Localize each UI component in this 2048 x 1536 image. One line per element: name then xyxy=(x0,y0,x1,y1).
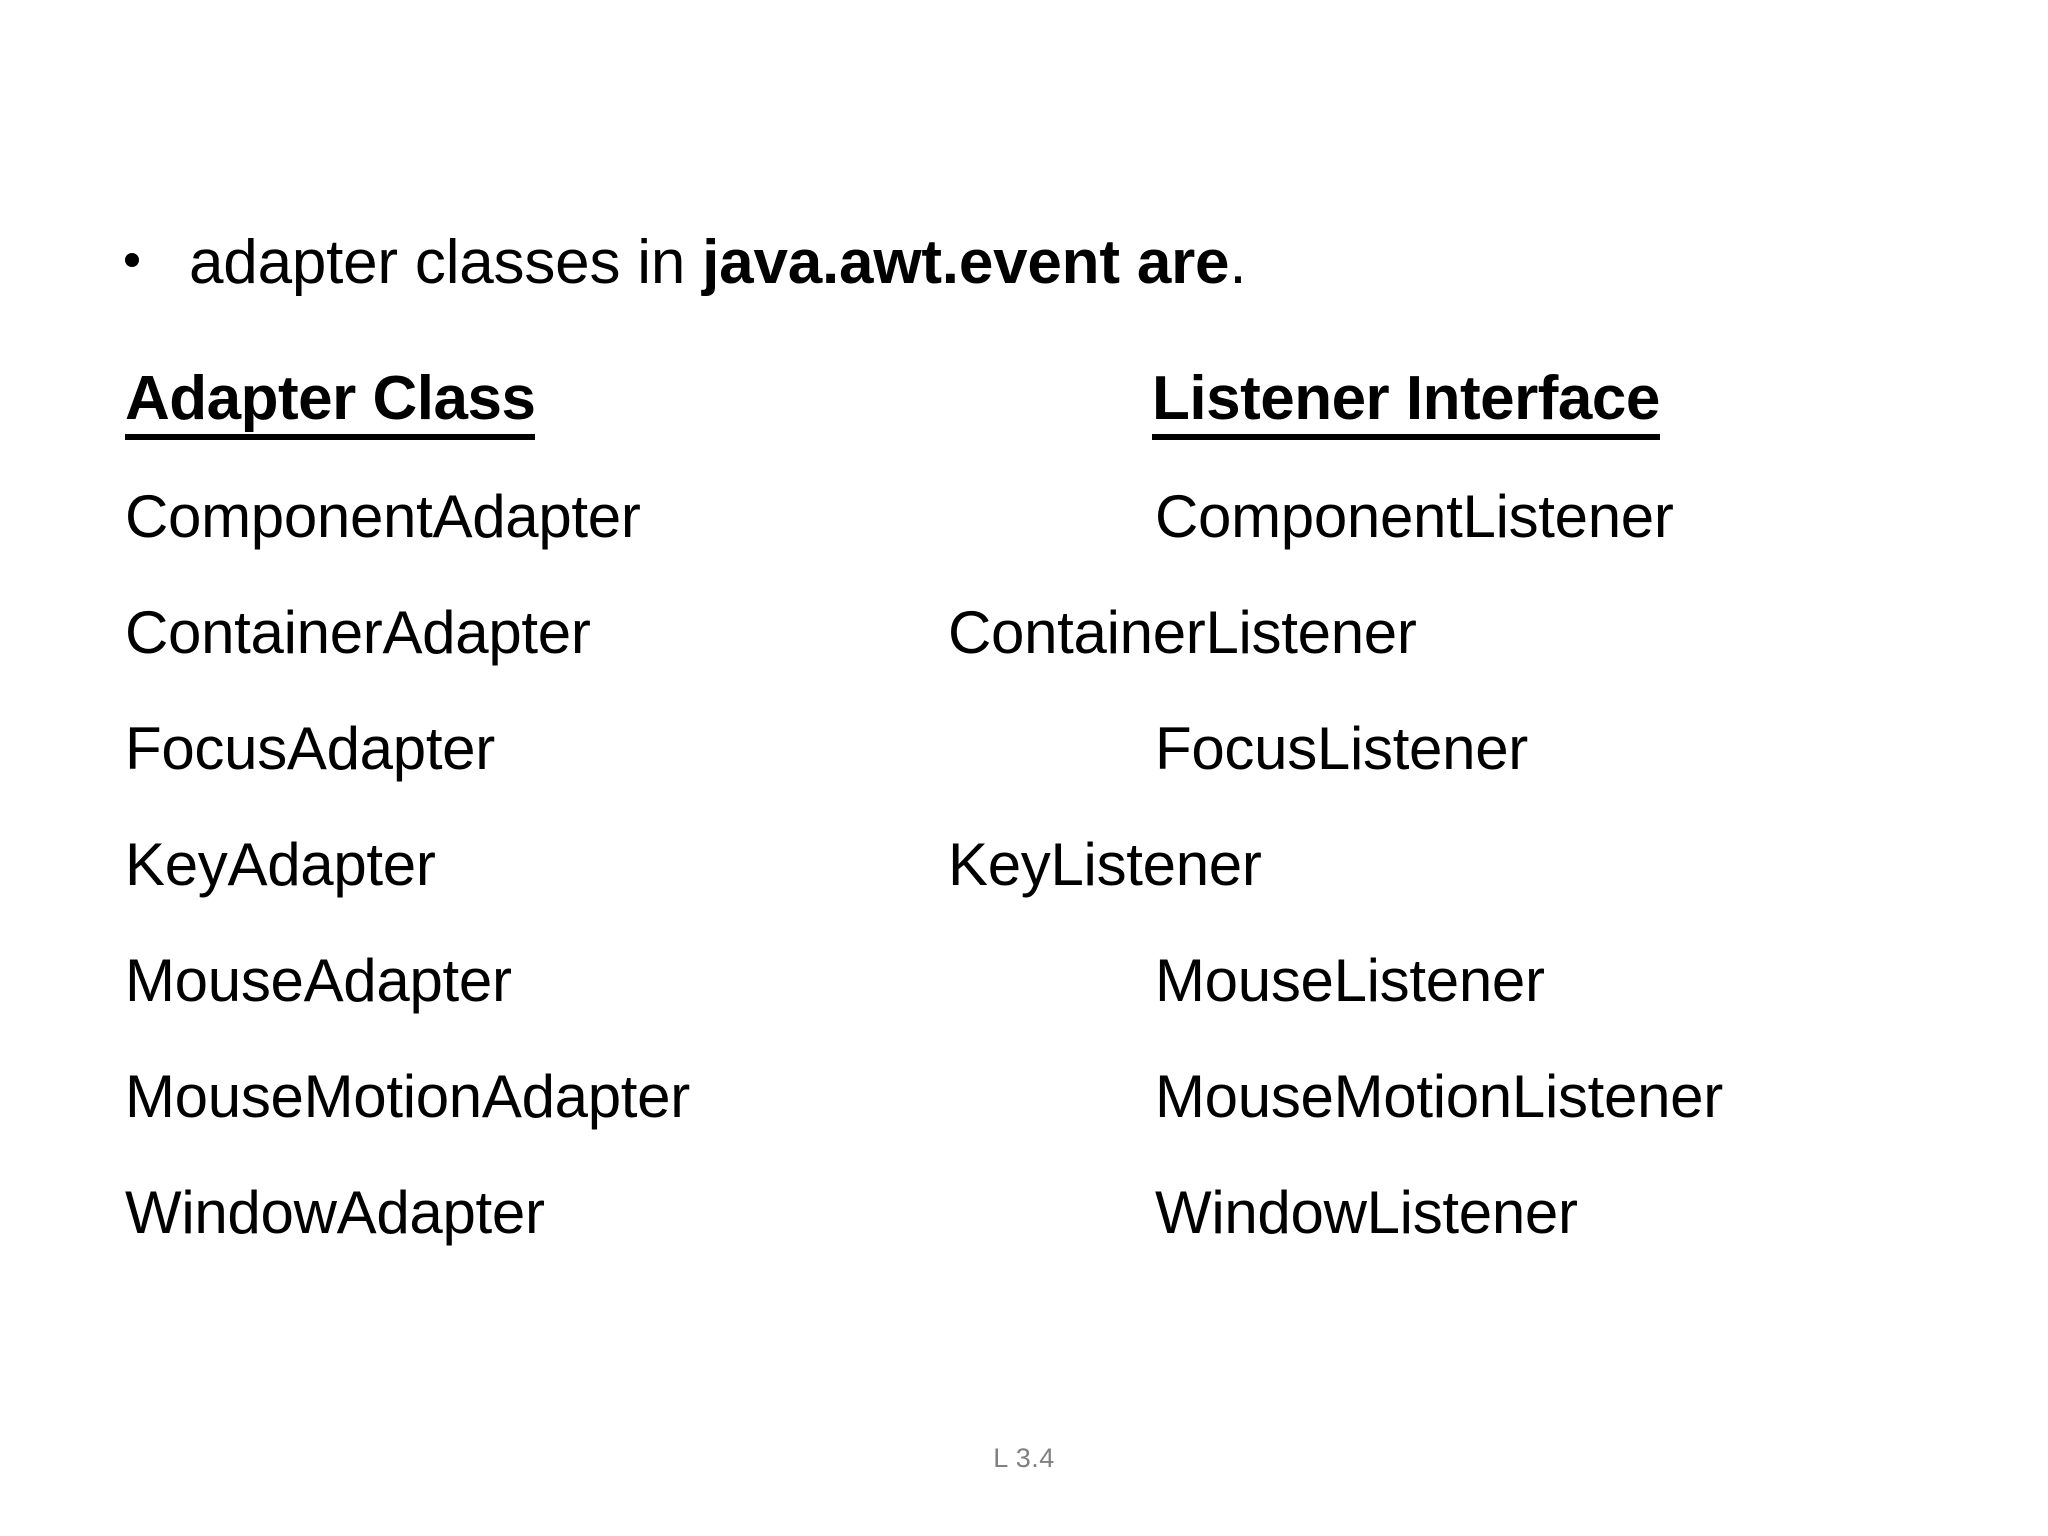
bullet-line: adapter classes in java.awt.event are. xyxy=(125,232,1247,294)
bullet-text-strong: java.awt.event are xyxy=(702,228,1230,297)
listener-interface-cell: ComponentListener xyxy=(1155,483,1674,550)
adapter-class-cell: ContainerAdapter xyxy=(125,599,591,666)
listener-interface-cell: MouseListener xyxy=(1155,947,1545,1014)
listener-interface-cell: WindowListener xyxy=(1155,1179,1578,1246)
bullet-text-lead: adapter classes in xyxy=(189,228,703,297)
listener-interface-cell: ContainerListener xyxy=(948,599,1417,666)
adapter-class-cell: ComponentAdapter xyxy=(125,483,641,550)
adapter-class-cell: MouseAdapter xyxy=(125,947,512,1014)
column-header-listener-interface: Listener Interface xyxy=(1152,368,1660,440)
column-header-listener-interface-label: Listener Interface xyxy=(1152,368,1660,440)
adapter-class-cell: FocusAdapter xyxy=(125,715,495,782)
column-header-adapter-class: Adapter Class xyxy=(125,368,536,440)
bullet-text-tail: . xyxy=(1229,228,1247,297)
bullet-dot-icon xyxy=(125,253,139,267)
listener-interface-cell: KeyListener xyxy=(948,831,1262,898)
adapter-class-cell: WindowAdapter xyxy=(125,1179,545,1246)
adapter-class-cell: KeyAdapter xyxy=(125,831,436,898)
slide-footer: L 3.4 xyxy=(993,1443,1055,1473)
bullet-text: adapter classes in java.awt.event are. xyxy=(189,232,1247,294)
column-header-adapter-class-label: Adapter Class xyxy=(125,368,536,440)
listener-interface-cell: FocusListener xyxy=(1155,715,1528,782)
adapter-class-cell: MouseMotionAdapter xyxy=(125,1063,690,1130)
listener-interface-cell: MouseMotionListener xyxy=(1155,1063,1723,1130)
